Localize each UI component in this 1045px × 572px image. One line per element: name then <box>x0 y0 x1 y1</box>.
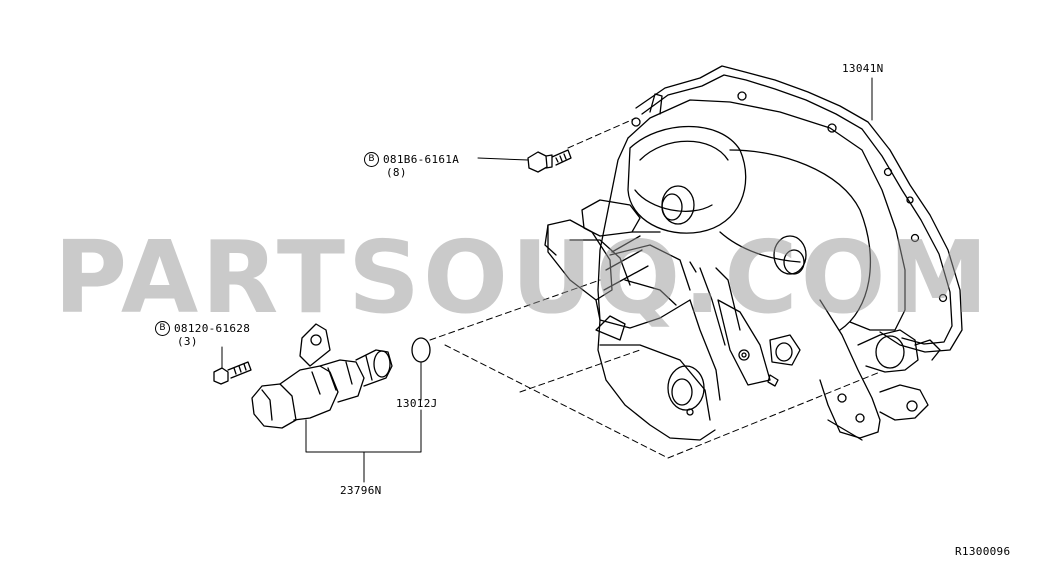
label-bolt-lower-qty: (3) <box>177 335 198 348</box>
oring-illustration <box>411 337 431 363</box>
diagram-reference: R1300096 <box>955 545 1011 558</box>
lower-bolt-illustration <box>213 361 252 385</box>
label-bolt-lower-code: 08120-61628 <box>174 322 251 335</box>
assembly-dash-lines <box>429 117 881 459</box>
upper-bolt-illustration <box>527 149 572 173</box>
label-bolt-upper-code: 081B6-6161A <box>383 153 460 166</box>
leader-lines <box>221 77 873 483</box>
label-bolt-upper-qty: (8) <box>386 166 407 179</box>
bolt-marker-lower: B <box>155 321 170 336</box>
chain-cover-illustration <box>544 65 963 441</box>
label-cover: 13041N <box>842 62 884 75</box>
label-oring: 13012J <box>396 397 438 410</box>
label-valve: 23796N <box>340 484 382 497</box>
bolt-marker-upper: B <box>364 152 379 167</box>
solenoid-valve-illustration <box>251 323 393 429</box>
